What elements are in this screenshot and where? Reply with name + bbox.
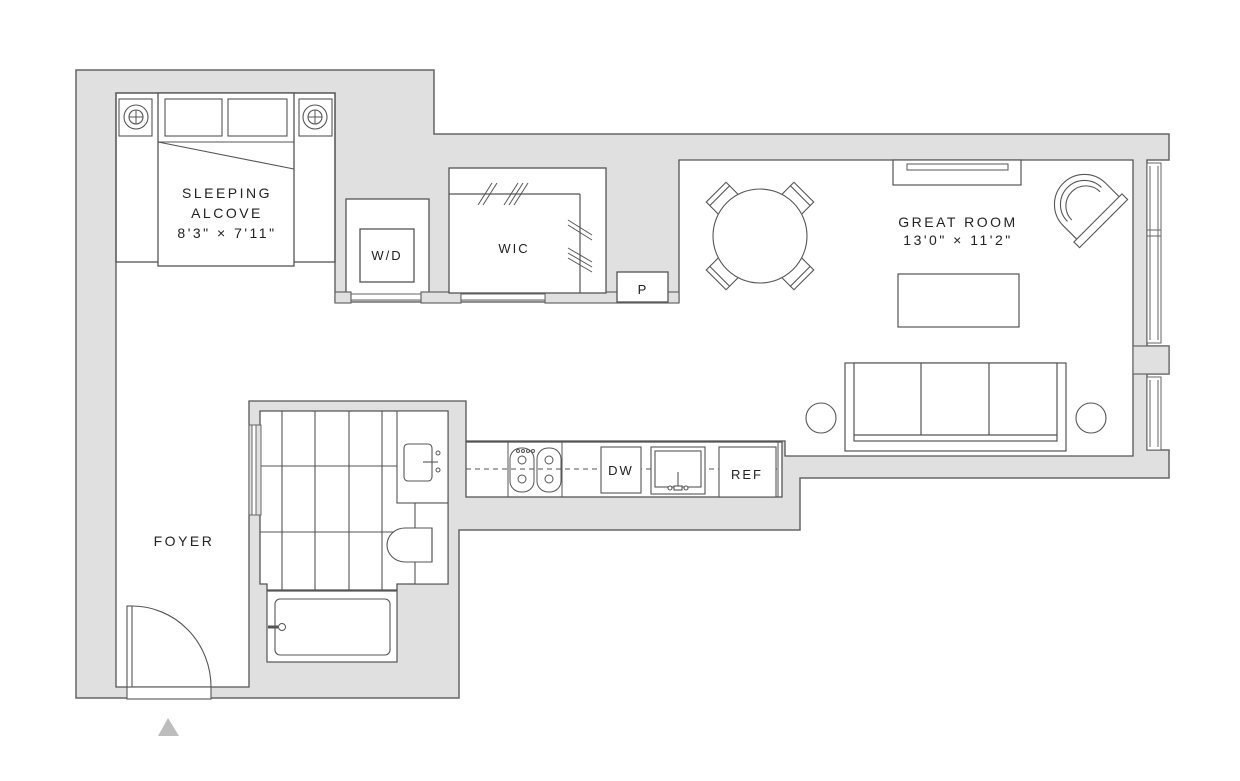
- laundry-label: W/D: [371, 248, 402, 263]
- tv: [906, 163, 1009, 171]
- windows: [1132, 162, 1170, 451]
- entry-door: [126, 605, 212, 700]
- kitchen-sink: [650, 446, 706, 495]
- wic-label: WIC: [498, 241, 529, 256]
- washer-dryer: [359, 228, 415, 283]
- side-table-left: [805, 402, 837, 434]
- foyer-label: FOYER: [154, 533, 215, 549]
- bathroom-door: [251, 424, 257, 516]
- refrigerator-label: REF: [731, 467, 763, 482]
- sleeping-alcove-label-line1: SLEEPING: [182, 185, 272, 201]
- entry-triangle-icon: [158, 718, 179, 736]
- laundry-closet: W/D: [345, 198, 430, 301]
- pantry: P: [616, 271, 669, 303]
- dining-set: [705, 181, 815, 291]
- coffee-table: [897, 273, 1020, 328]
- pillow: [227, 98, 288, 137]
- toilet: [386, 502, 449, 585]
- walk-in-closet: WIC: [448, 167, 607, 301]
- lamp-right-icon: [302, 104, 328, 130]
- dining-table: [712, 188, 808, 284]
- armchair: [1053, 173, 1129, 249]
- lamp-left-icon: [123, 104, 149, 130]
- dishwasher: [600, 446, 642, 494]
- foyer: FOYER: [126, 533, 215, 700]
- cooktop: [507, 442, 563, 497]
- great-room-label: GREAT ROOM: [898, 214, 1017, 230]
- pillow: [164, 98, 223, 137]
- great-room: GREAT ROOM 13'0" × 11'2": [705, 159, 1129, 452]
- bathroom: [248, 410, 449, 663]
- sleeping-alcove-dimensions: 8'3" × 7'11": [177, 225, 276, 241]
- side-table-right: [1075, 402, 1107, 434]
- tile-grid: [260, 411, 397, 590]
- dishwasher-label: DW: [608, 463, 634, 478]
- sofa: [844, 362, 1067, 452]
- great-room-dimensions: 13'0" × 11'2": [903, 232, 1012, 248]
- hanger-marks: [477, 182, 593, 273]
- pantry-label: P: [638, 282, 649, 297]
- sleeping-alcove-label-line2: ALCOVE: [191, 205, 263, 221]
- refrigerator: [718, 446, 777, 498]
- sleeping-alcove: SLEEPING ALCOVE 8'3" × 7'11": [115, 92, 336, 267]
- kitchen: DW REF: [465, 441, 783, 498]
